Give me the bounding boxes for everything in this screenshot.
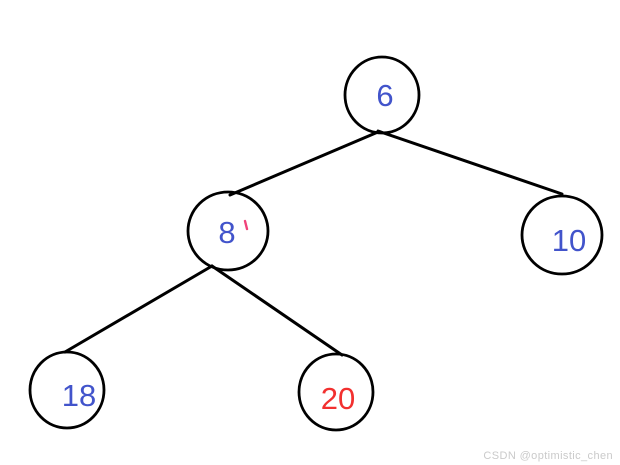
tree-node-value-6: 6 xyxy=(376,78,393,113)
tree-node-value-18: 18 xyxy=(62,378,96,413)
tree-node-value-8: 8 xyxy=(218,215,235,250)
tree-node-value-10: 10 xyxy=(552,223,586,258)
edge-8-20 xyxy=(210,264,344,357)
edge-6-10 xyxy=(376,129,564,196)
tree-node-circle-20 xyxy=(297,352,375,432)
tree-node-circle-8 xyxy=(186,190,270,272)
red-tick-mark xyxy=(243,219,249,231)
tree-node-circle-10 xyxy=(520,194,604,276)
watermark: CSDN @optimistic_chen xyxy=(483,450,613,462)
tree-node-value-20: 20 xyxy=(321,381,355,416)
edge-8-18 xyxy=(63,264,214,354)
edge-6-8 xyxy=(228,130,380,197)
